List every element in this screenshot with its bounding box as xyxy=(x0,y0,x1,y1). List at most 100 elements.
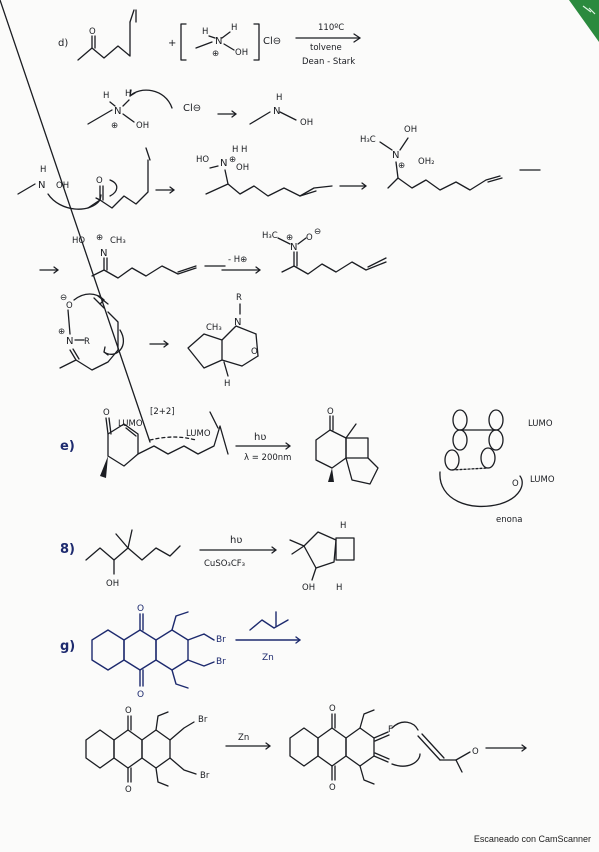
svg-text:⊕: ⊕ xyxy=(58,327,65,337)
svg-text:Cl⊖: Cl⊖ xyxy=(183,103,201,114)
svg-text:H: H xyxy=(336,583,342,593)
svg-text:CH₃: CH₃ xyxy=(206,323,222,333)
svg-text:O: O xyxy=(66,301,73,311)
svg-text:O: O xyxy=(329,783,336,793)
svg-text:F: F xyxy=(388,725,393,735)
svg-text:⊕: ⊕ xyxy=(212,49,219,59)
corner-tag-shape xyxy=(569,0,599,42)
svg-text:⊖: ⊖ xyxy=(60,293,67,303)
svg-text:⊕: ⊕ xyxy=(111,121,118,131)
svg-text:O: O xyxy=(137,604,144,614)
svg-text:⊕: ⊕ xyxy=(96,233,103,243)
svg-text:O: O xyxy=(306,233,313,243)
corner-tag xyxy=(569,0,599,42)
mechanism-step-4: O ⊖ ⊕ N R N O R CH₃ H xyxy=(58,293,259,389)
svg-text:R: R xyxy=(84,337,90,347)
svg-text:OH: OH xyxy=(236,163,249,173)
mechanism-g-reactant: O O Br Br xyxy=(85,706,210,795)
svg-text:H: H xyxy=(231,23,237,33)
svg-text:O: O xyxy=(125,785,132,795)
svg-text:OH: OH xyxy=(136,121,149,131)
svg-text:O: O xyxy=(103,408,110,418)
svg-text:- H⊕: - H⊕ xyxy=(228,255,247,265)
svg-text:⊕: ⊕ xyxy=(398,161,405,171)
svg-text:⊕: ⊕ xyxy=(229,155,236,165)
reaction-arrow-f xyxy=(199,546,277,554)
svg-text:N: N xyxy=(234,317,241,328)
hydroxylamine-salt: H H N ⊕ OH xyxy=(180,23,260,61)
cond-hv-f: hʋ xyxy=(230,535,242,546)
svg-text:N: N xyxy=(273,106,280,117)
cond-apparatus: Dean - Stark xyxy=(302,57,355,67)
orbital-diagram-e: LUMO LUMO O enona xyxy=(439,409,555,525)
reaction-arrow-e xyxy=(235,442,291,450)
svg-text:Zn: Zn xyxy=(238,733,249,743)
svg-text:OH: OH xyxy=(106,579,119,589)
svg-text:H: H xyxy=(232,145,238,155)
label-e: e) xyxy=(60,439,75,454)
svg-text:H: H xyxy=(103,91,109,101)
svg-text:Br: Br xyxy=(216,657,226,667)
scanner-watermark: Escaneado con CamScanner xyxy=(473,834,591,844)
cond-hv-e: hʋ xyxy=(254,432,266,443)
svg-text:O: O xyxy=(96,176,103,186)
svg-text:N: N xyxy=(290,242,297,253)
svg-text:O: O xyxy=(329,704,336,714)
mechanism-step-1: H H N ⊕ OH Cl⊖ H N OH xyxy=(87,89,313,131)
svg-text:O: O xyxy=(327,407,334,417)
svg-text:N: N xyxy=(220,158,227,169)
reaction-arrow-g2: Zn xyxy=(225,733,271,750)
diene-reactant-f: OH xyxy=(85,529,181,589)
reaction-arrow-d xyxy=(295,33,361,43)
svg-text:H: H xyxy=(224,379,230,389)
svg-text:H: H xyxy=(125,89,131,99)
anthraquinone-reactant-g: O O Br Br xyxy=(91,604,226,700)
mechanism-step-2: H N OH O HO N ⊕ H H OH H₃C OH N ⊕ OH₂ xyxy=(17,125,541,210)
svg-text:N: N xyxy=(392,150,399,161)
svg-text:OH: OH xyxy=(235,48,248,58)
svg-text:LUMO: LUMO xyxy=(530,475,555,485)
svg-text:O: O xyxy=(472,747,479,757)
svg-text:enona: enona xyxy=(496,515,522,525)
svg-text:N: N xyxy=(114,106,121,117)
cond-catalyst-f: CuSO₃CF₃ xyxy=(204,559,245,569)
cond-solvent: tolvene xyxy=(310,43,342,53)
svg-text:N: N xyxy=(66,336,73,347)
svg-text:OH: OH xyxy=(302,583,315,593)
svg-text:HO: HO xyxy=(72,236,85,246)
svg-text:LUMO: LUMO xyxy=(118,419,143,429)
svg-text:Br: Br xyxy=(216,635,226,645)
svg-text:⊖: ⊖ xyxy=(314,227,321,237)
svg-text:O: O xyxy=(512,479,519,489)
label-g: g) xyxy=(60,639,75,654)
svg-text:O: O xyxy=(137,690,144,700)
ketone-o: O xyxy=(89,27,96,37)
svg-text:[2+2]: [2+2] xyxy=(150,407,175,417)
svg-text:HO: HO xyxy=(196,155,209,165)
label-d: d) xyxy=(58,38,68,49)
svg-text:OH: OH xyxy=(404,125,417,135)
svg-text:LUMO: LUMO xyxy=(186,429,211,439)
product-f: H H OH xyxy=(289,521,355,593)
svg-text:R: R xyxy=(236,293,242,303)
label-f: 8) xyxy=(60,542,75,557)
svg-text:LUMO: LUMO xyxy=(528,419,553,429)
svg-text:H: H xyxy=(340,521,346,531)
svg-text:H₃C: H₃C xyxy=(262,231,278,241)
mechanism-step-3: HO ⊕ CH₃ N - H⊕ H₃C N ⊕ O ⊖ xyxy=(39,227,387,279)
reagent-zn-g: Zn xyxy=(262,653,274,663)
chloride-ion: Cl⊖ xyxy=(263,36,281,47)
svg-text:H₃C: H₃C xyxy=(360,135,376,145)
svg-text:Br: Br xyxy=(198,715,208,725)
svg-text:H: H xyxy=(202,27,208,37)
svg-text:O: O xyxy=(125,706,132,716)
svg-text:H: H xyxy=(241,145,247,155)
svg-text:N: N xyxy=(215,36,222,47)
o-quinodimethane-intermediate: O O F O xyxy=(289,704,527,793)
ketone-reactant: O xyxy=(77,9,137,61)
svg-text:O: O xyxy=(251,347,258,357)
svg-text:CH₃: CH₃ xyxy=(110,236,126,246)
svg-text:N: N xyxy=(38,180,45,191)
